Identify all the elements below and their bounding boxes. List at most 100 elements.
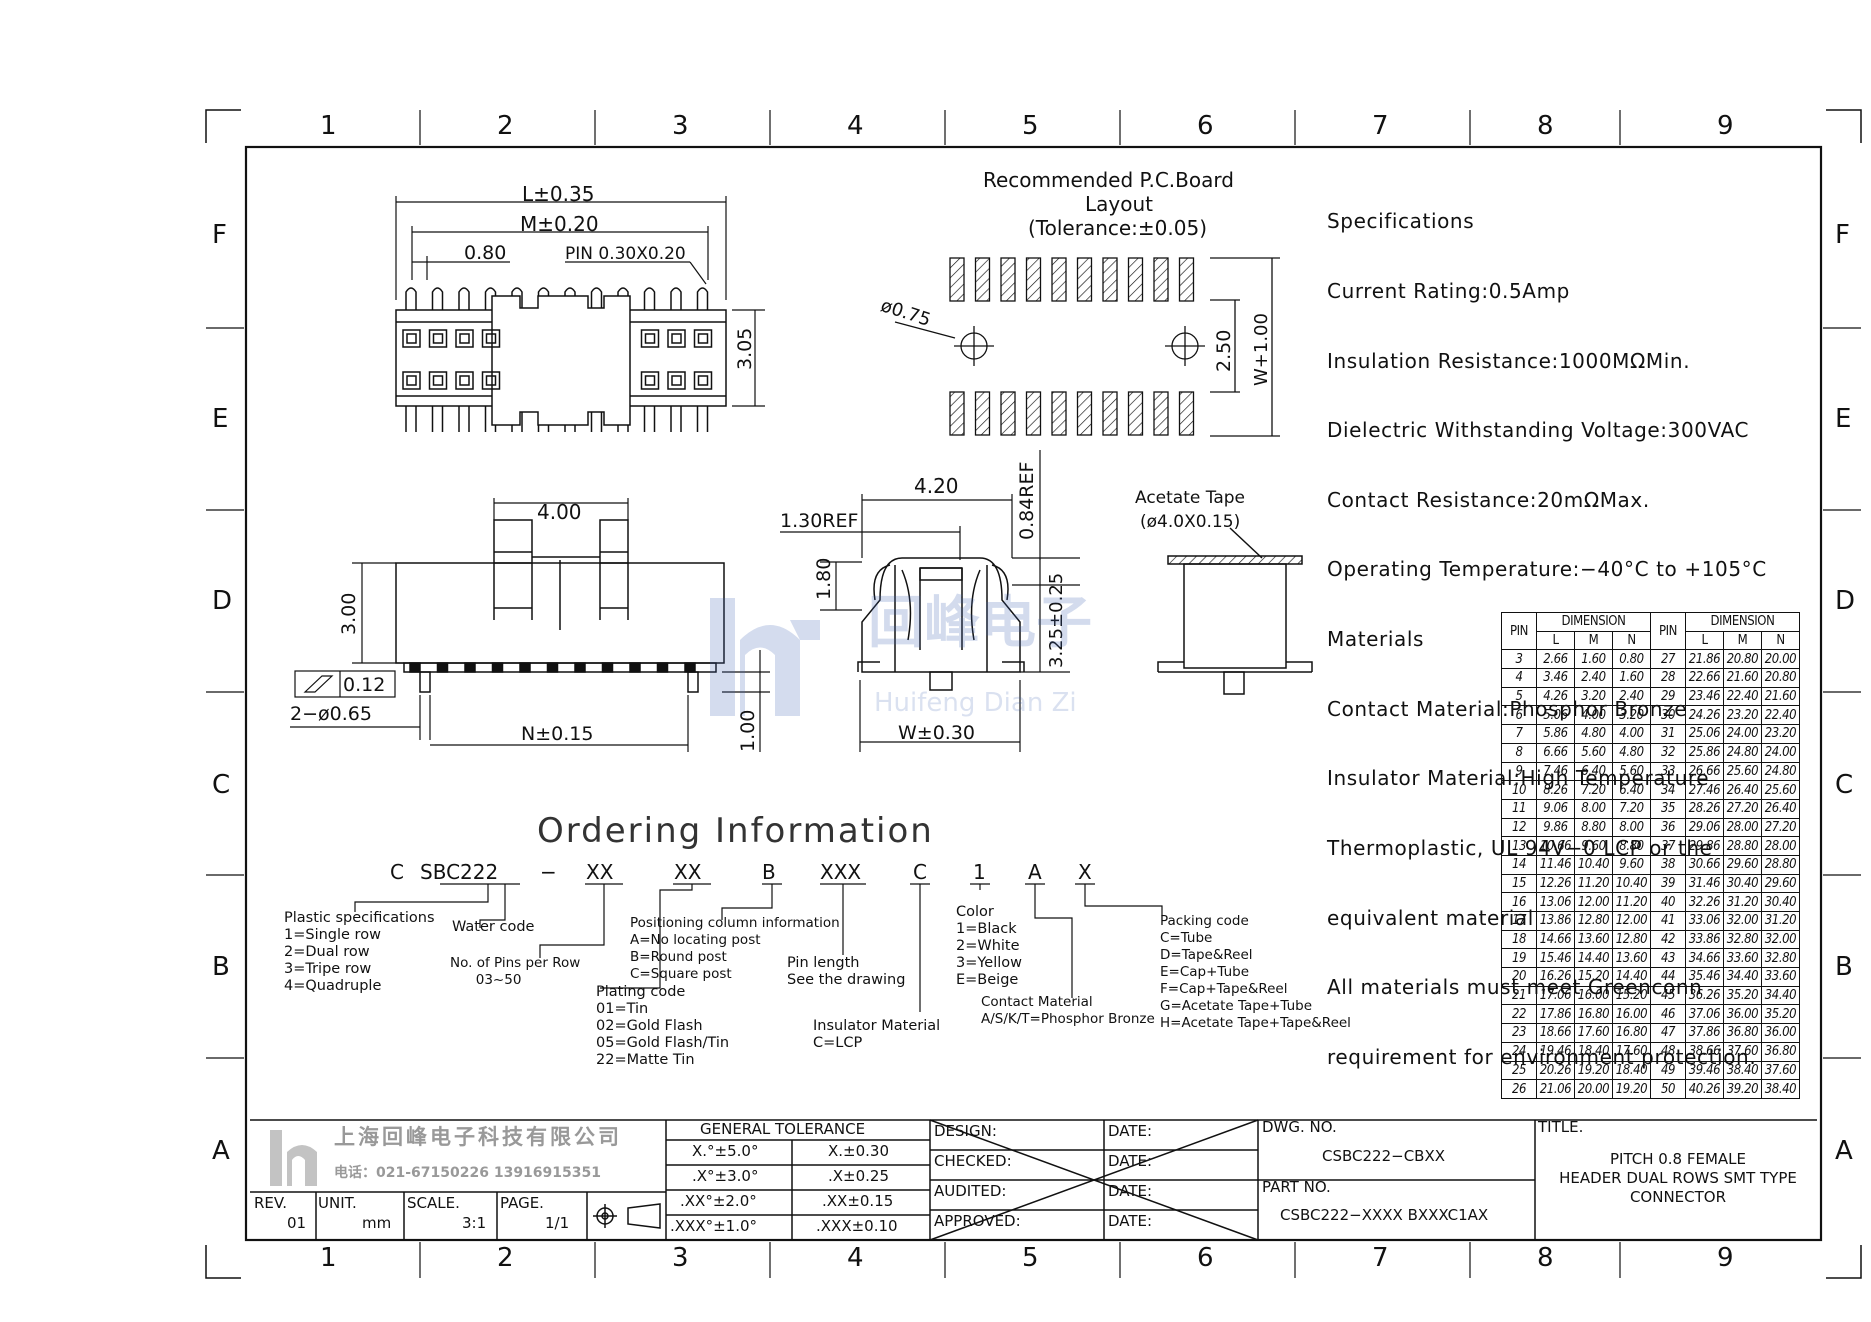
top-view <box>395 287 727 432</box>
company-logo <box>270 1130 317 1186</box>
date-label: DATE: <box>1108 1122 1153 1140</box>
table-cell-dim: 19.46 <box>1536 1041 1575 1062</box>
rev-value: 01 <box>287 1214 307 1232</box>
lead-bottom <box>670 406 682 432</box>
table-cell-dim: 8.26 <box>1536 780 1575 800</box>
th-dimension: DIMENSION <box>1536 612 1651 632</box>
table-cell-pin: 9 <box>1501 761 1537 782</box>
table-cell-dim: 12.80 <box>1574 911 1613 931</box>
th-M: M <box>1574 630 1613 651</box>
watermark-en: Huifeng Dian Zi <box>874 688 1077 718</box>
table-cell-dim: 8.00 <box>1574 798 1613 819</box>
table-cell-dim: 24.80 <box>1723 742 1762 763</box>
table-cell-pin: 44 <box>1650 967 1686 987</box>
front-pin <box>656 662 669 673</box>
th-pin: PIN <box>1650 611 1686 651</box>
table-cell-dim: 28.26 <box>1685 798 1724 819</box>
table-cell-dim: 20.00 <box>1761 649 1800 670</box>
table-cell-dim: 4.80 <box>1612 742 1651 763</box>
title-line: CONNECTOR <box>1629 1188 1727 1206</box>
company-phone: 电话：021-67150226 13916915351 <box>334 1165 601 1181</box>
table-cell-pin: 33 <box>1650 761 1686 782</box>
table-cell-dim: 28.80 <box>1723 836 1762 856</box>
lead-top <box>405 287 417 310</box>
front-pin <box>546 662 559 673</box>
table-cell-dim: 27.20 <box>1761 817 1800 838</box>
acetate-tape-view <box>1157 527 1313 695</box>
ord-packing: Packing code C=Tube D=Tape&Reel E=Cap+Tu… <box>1160 913 1351 1031</box>
table-cell-dim: 16.26 <box>1536 967 1575 987</box>
table-cell-dim: 8.80 <box>1574 817 1613 838</box>
table-cell-dim: 24.00 <box>1761 742 1800 763</box>
table-cell-dim: 36.26 <box>1685 985 1724 1006</box>
contact-cell-inner <box>485 333 497 344</box>
table-cell-dim: 12.26 <box>1536 873 1575 894</box>
zone-row-B-left: B <box>212 952 230 982</box>
table-cell-dim: 18.40 <box>1574 1041 1613 1062</box>
front-pin <box>684 662 696 673</box>
ord-plating: Plating code 01=Tin 02=Gold Flash 05=Gol… <box>596 984 730 1068</box>
table-cell-dim: 16.00 <box>1574 985 1613 1006</box>
contact-cell-inner <box>671 375 682 386</box>
table-cell-dim: 14.66 <box>1536 929 1575 950</box>
table-cell-dim: 22.66 <box>1685 668 1724 688</box>
watermark-logo <box>710 598 820 716</box>
pcb-pad <box>974 391 991 436</box>
table-cell-dim: 8.00 <box>1612 817 1651 838</box>
th-pin: PIN <box>1501 611 1537 651</box>
table-cell-pin: 39 <box>1650 873 1686 894</box>
lead-top <box>617 287 629 310</box>
zone-row-D-left: D <box>212 586 233 616</box>
lead-bottom <box>696 406 709 432</box>
table-cell-pin: 37 <box>1650 836 1686 856</box>
table-cell-dim: 12.00 <box>1574 892 1613 912</box>
contact-cell <box>640 329 660 348</box>
checked-label: CHECKED: <box>934 1152 1012 1170</box>
front-pin <box>436 662 449 673</box>
table-cell-pin: 7 <box>1501 724 1537 744</box>
table-cell-pin: 49 <box>1650 1060 1686 1081</box>
dim-holes: 2−ø0.65 <box>290 703 372 725</box>
table-cell-dim: 18.66 <box>1536 1023 1575 1043</box>
pcb-pad <box>1102 391 1118 436</box>
table-cell-dim: 36.00 <box>1761 1023 1800 1043</box>
zone-col-3-bottom: 3 <box>672 1243 689 1273</box>
th-N: N <box>1761 630 1800 651</box>
front-pin <box>491 662 504 673</box>
table-cell-dim: 32.26 <box>1685 892 1724 912</box>
dim-N: N±0.15 <box>521 723 594 745</box>
front-pin <box>409 662 421 673</box>
spec-line: Operating Temperature:−40°C to +105°C <box>1327 557 1767 582</box>
table-cell-dim: 7.46 <box>1536 761 1575 782</box>
title-label: TITLE. <box>1538 1118 1584 1136</box>
pcb-pad <box>1000 257 1016 302</box>
lead-top <box>484 287 497 310</box>
contact-cell <box>667 371 686 390</box>
tol-lin-0: X.±0.30 <box>828 1142 890 1160</box>
ord-positioning: Positioning column information A=No loca… <box>630 915 840 982</box>
side-view-dims <box>780 450 1080 752</box>
table-cell-pin: 46 <box>1650 1004 1686 1025</box>
code-part: C <box>390 860 404 884</box>
table-cell-pin: 42 <box>1650 929 1686 950</box>
tol-lin-2: .XX±0.15 <box>822 1192 894 1210</box>
table-cell-dim: 35.20 <box>1761 1004 1800 1025</box>
table-cell-dim: 13.60 <box>1574 929 1613 950</box>
table-cell-dim: 25.60 <box>1761 780 1800 800</box>
table-cell-pin: 25 <box>1501 1060 1537 1081</box>
table-cell-dim: 6.66 <box>1536 742 1575 763</box>
dim-row-gap: 2.50 <box>1213 329 1235 372</box>
table-cell-dim: 40.26 <box>1685 1079 1724 1099</box>
zone-row-A-right: A <box>1835 1136 1853 1166</box>
zone-row-F-left: F <box>212 220 227 250</box>
contact-cell <box>402 329 421 348</box>
lead-bottom <box>458 406 470 432</box>
zone-row-D-right: D <box>1835 586 1856 616</box>
table-cell-dim: 33.60 <box>1723 948 1762 969</box>
front-pin <box>574 662 586 673</box>
